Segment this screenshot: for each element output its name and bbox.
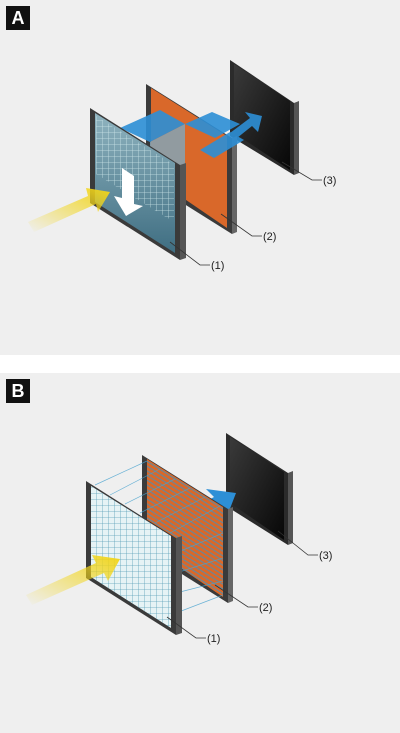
layer-1-grid xyxy=(86,481,182,635)
callouts-a: (3) (2) (1) xyxy=(169,161,336,272)
layer-1-grid xyxy=(90,108,186,260)
callout-a-3: (3) xyxy=(323,175,336,187)
panel-b-diagram: (3) (2) (1) xyxy=(26,433,332,645)
callout-b-1: (1) xyxy=(207,633,220,645)
panel-a-diagram: (3) (2) (1) xyxy=(28,60,336,272)
incoming-light-arrow xyxy=(26,555,120,605)
incoming-light-arrow xyxy=(28,188,110,232)
down-arrow-icon xyxy=(114,168,143,216)
layer-3-sensor xyxy=(226,433,293,545)
callout-b-3: (3) xyxy=(319,550,332,562)
callout-a-1: (1) xyxy=(211,260,224,272)
output-arrow-icon xyxy=(226,112,262,142)
panel-a-badge: A xyxy=(6,6,30,30)
layer-3-sensor xyxy=(230,60,299,175)
callout-a-2: (2) xyxy=(263,231,276,243)
callout-b-2: (2) xyxy=(259,602,272,614)
fiber-lines xyxy=(94,460,224,614)
callouts-b: (3) (2) (1) xyxy=(166,530,332,645)
panel-b: B xyxy=(0,373,400,733)
layer-2-orange xyxy=(142,455,233,603)
panel-a: A xyxy=(0,0,400,355)
panel-b-badge: B xyxy=(6,379,30,403)
